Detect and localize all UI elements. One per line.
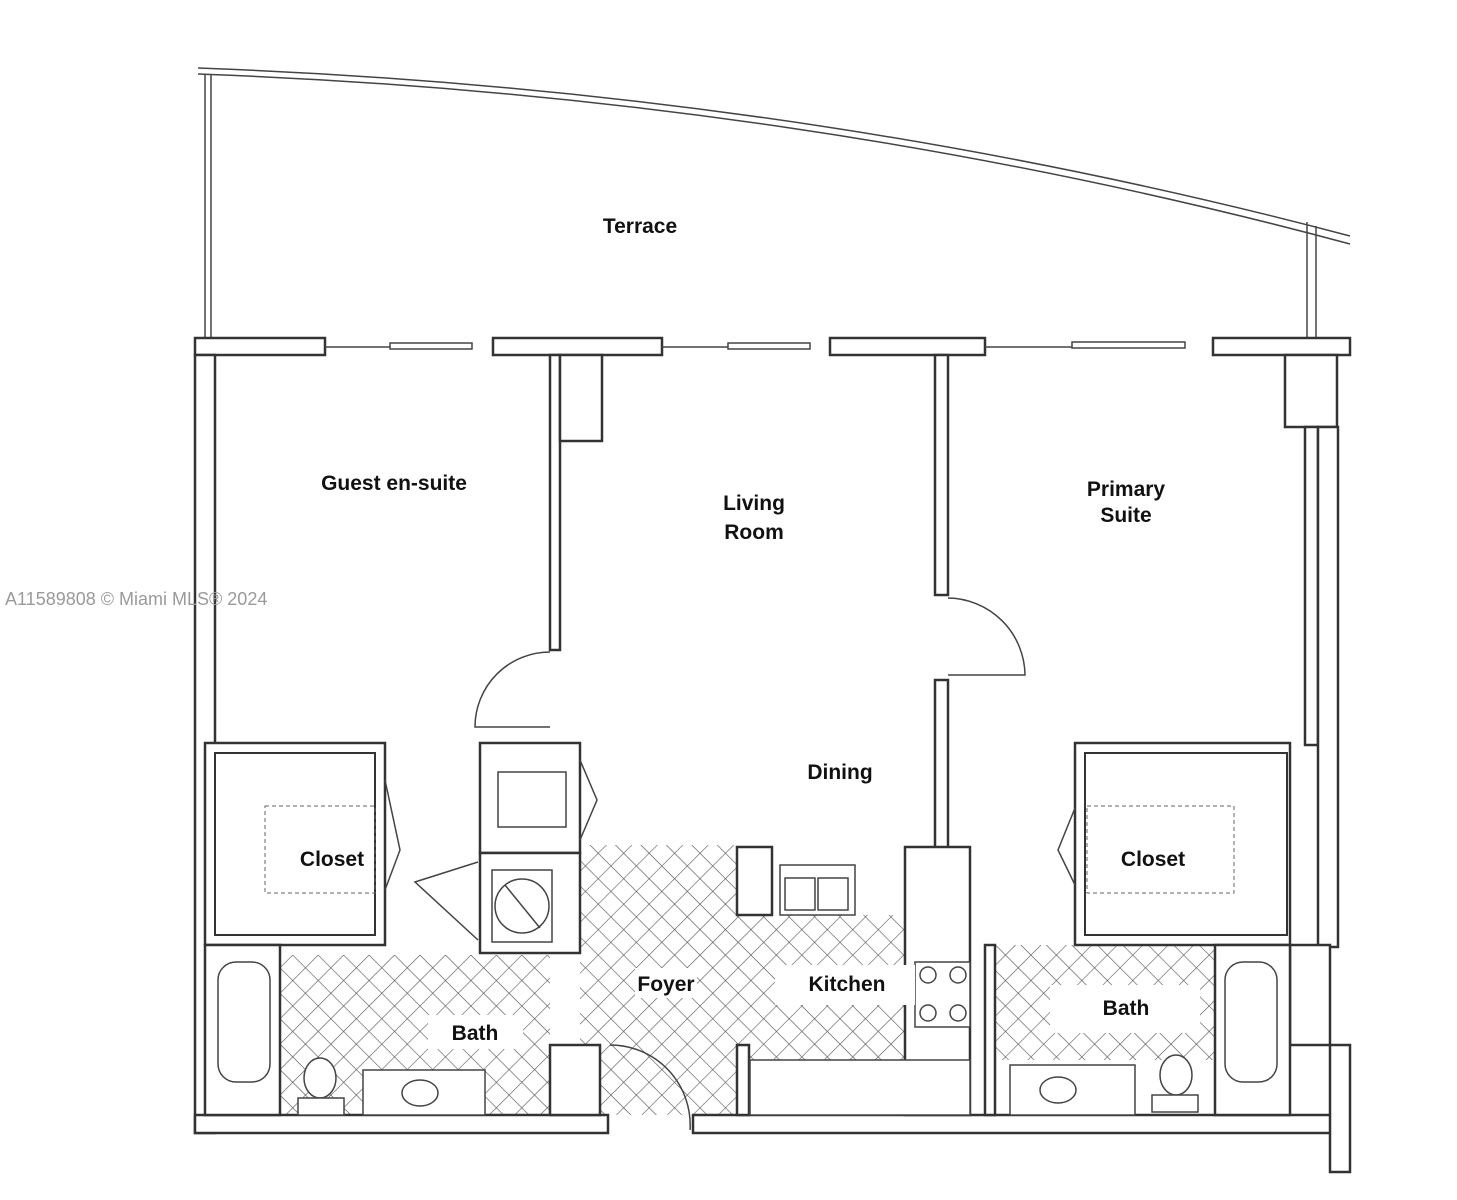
walls [193,336,1352,1174]
room-label-guest-suite: Guest en-suite [321,472,467,495]
room-label-terrace: Terrace [603,215,677,238]
room-label-closet-left: Closet [300,848,364,871]
room-label-closet-right: Closet [1121,848,1185,871]
watermark: A11589808 © Miami MLS® 2024 [5,589,268,609]
doors [384,597,1076,1131]
room-label-primary-1: Primary [1087,478,1166,501]
room-label-dining: Dining [807,761,872,784]
fixtures [217,771,1278,1116]
terrace-railing [197,67,1351,340]
room-label-kitchen: Kitchen [808,973,885,996]
room-label-living-2: Room [724,521,784,544]
room-label-bath-left: Bath [452,1022,499,1045]
room-label-living-1: Living [723,492,785,515]
room-label-bath-right: Bath [1103,997,1150,1020]
sliding-doors [325,341,1186,350]
room-label-foyer: Foyer [637,973,694,996]
room-label-primary-2: Suite [1100,504,1151,527]
